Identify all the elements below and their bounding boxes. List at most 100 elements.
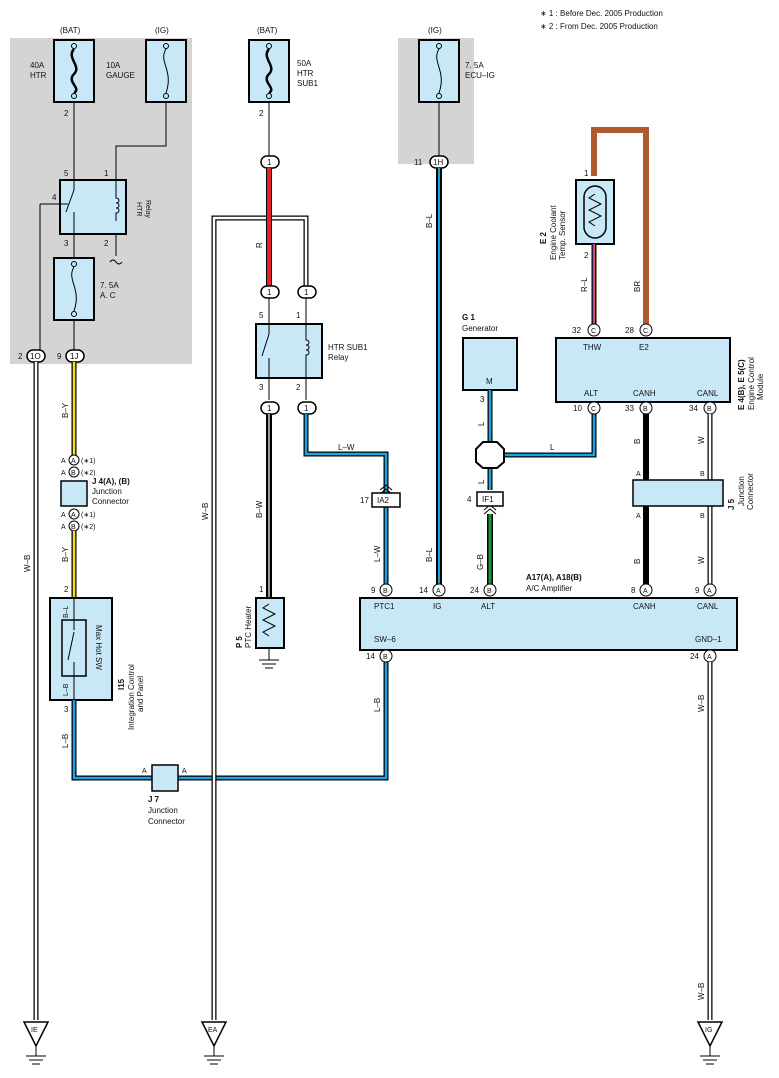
pin-p5-1: 1 xyxy=(259,585,264,594)
fuse-gauge-name: GAUGE xyxy=(106,71,135,80)
svg-text:B: B xyxy=(71,524,76,531)
pin-ecm-28: 28 xyxy=(625,326,634,335)
amp-name: A/C Amplifier xyxy=(526,584,573,593)
pin-ecm-34: 34 xyxy=(689,404,698,413)
j5-pin-b-top: B xyxy=(700,471,705,478)
svg-text:IG: IG xyxy=(705,1027,712,1034)
j4-star2-top: (∗2) xyxy=(81,470,95,477)
pin-1j-9: 9 xyxy=(57,352,62,361)
ecm-label-thw: THW xyxy=(583,343,602,352)
wire-label-rl: R–L xyxy=(580,277,589,292)
fuse-ecuig-amp: 7. 5A xyxy=(465,61,484,70)
j5-junction-connector xyxy=(632,479,724,507)
fuse-htr-40a xyxy=(53,39,95,103)
amp-pin-canl: A xyxy=(703,583,717,597)
g1-pin-m: M xyxy=(486,377,493,386)
j5-name-2: Connector xyxy=(746,473,755,510)
connector-1-relay-out-left: 1 xyxy=(260,401,280,415)
ecm-label-alt: ALT xyxy=(584,389,598,398)
i15-maxhot-label: Max Hot SW xyxy=(94,625,103,670)
connector-ia2: IA2 xyxy=(371,484,401,508)
wire-label-br: BR xyxy=(633,281,642,292)
j7-name-2: Connector xyxy=(148,817,185,826)
j7-pin-a-left: A xyxy=(142,768,147,775)
wire-label-b-lower: B xyxy=(633,559,642,564)
j4-pin-a-3: A xyxy=(61,512,66,519)
connector-1o: 1O xyxy=(26,349,46,363)
amp-pin-gnd1: A xyxy=(703,649,717,663)
j7-name-1: Junction xyxy=(148,806,178,815)
wire-label-wb-ig-upper: W–B xyxy=(697,695,706,712)
pin-amp-9a: 9 xyxy=(371,586,376,595)
amp-code: A17(A), A18(B) xyxy=(526,573,582,582)
connector-1-relay-in-right: 1 xyxy=(297,285,317,299)
wire-gauge-to-relay-coil xyxy=(115,102,167,190)
ecm-label-canh: CANH xyxy=(633,389,656,398)
note-2: ∗ 2 : From Dec. 2005 Production xyxy=(540,22,658,31)
wire-l-ecm xyxy=(504,410,597,458)
power-bat-2: (BAT) xyxy=(257,26,278,35)
j5-pin-a-bottom: A xyxy=(636,513,641,520)
pin-ecm-33: 33 xyxy=(625,404,634,413)
svg-text:1J: 1J xyxy=(70,352,78,361)
svg-text:A: A xyxy=(707,588,712,595)
j4-pin-a-4: A xyxy=(61,524,66,531)
svg-text:C: C xyxy=(591,406,596,413)
wire-label-lw-upper: L–W xyxy=(338,443,355,452)
pin-htrsub-relay-2: 2 xyxy=(296,383,301,392)
amp-pin-alt: B xyxy=(483,583,497,597)
i15-wire-lb: L–B xyxy=(63,683,70,696)
wire-label-lb-left: L–B xyxy=(61,734,70,748)
wire-lb-bottom xyxy=(71,656,389,781)
htr-relay xyxy=(40,176,127,238)
ground-ie: IE xyxy=(22,1021,50,1065)
pin-amp-8: 8 xyxy=(631,586,636,595)
ecm-pin-alt: C xyxy=(587,401,601,415)
htr-relay-name-1: HTR xyxy=(135,202,142,216)
amp-label-gnd1: GND–1 xyxy=(695,635,722,644)
svg-text:A: A xyxy=(643,588,648,595)
pin-relay-2: 2 xyxy=(104,239,109,248)
fuse-htr-name: HTR xyxy=(30,71,47,80)
svg-text:B: B xyxy=(707,406,712,413)
fuse-ac-7-5a xyxy=(53,257,95,321)
g1-name: Generator xyxy=(462,324,498,333)
pin-htrsub-relay-3: 3 xyxy=(259,383,264,392)
svg-text:IF1: IF1 xyxy=(482,495,494,504)
htr-sub1-relay xyxy=(255,298,323,400)
p5-name: PTC Heater xyxy=(244,605,253,648)
svg-text:1H: 1H xyxy=(433,158,443,167)
e2-coolant-temp-sensor xyxy=(575,179,615,245)
amp-label-ig: IG xyxy=(433,602,441,611)
j4-star1-bottom: (∗1) xyxy=(81,512,95,519)
pin-e2-1: 1 xyxy=(584,169,589,178)
j7-pin-a-right: A xyxy=(182,768,187,775)
ecm-pin-canl: B xyxy=(703,401,717,415)
ecm-code: E 4(B), E 5(C) xyxy=(737,359,746,410)
fuse-htr-sub1-50a xyxy=(248,39,290,103)
power-bat-1: (BAT) xyxy=(60,26,81,35)
wire-label-by-upper: B–Y xyxy=(61,402,70,418)
relay-coil-tilde xyxy=(109,259,123,265)
svg-text:1: 1 xyxy=(267,158,272,167)
ecm-name-1: Engine Control xyxy=(747,357,756,410)
svg-text:IE: IE xyxy=(31,1027,38,1034)
svg-text:B: B xyxy=(71,470,76,477)
wire-label-bl-upper: B–L xyxy=(425,213,434,228)
note-1: ∗ 1 : Before Dec. 2005 Production xyxy=(540,9,663,18)
wire-label-b-upper: B xyxy=(633,439,642,444)
svg-text:B: B xyxy=(383,654,388,661)
wire-label-bl-lower: B–L xyxy=(425,547,434,562)
ecm-label-e2: E2 xyxy=(639,343,649,352)
pin-g1-3: 3 xyxy=(480,395,485,404)
ground-ea: EA xyxy=(200,1021,228,1065)
wire-label-gb: G–B xyxy=(476,554,485,570)
pin-ecm-32: 32 xyxy=(572,326,581,335)
svg-text:1: 1 xyxy=(304,288,309,297)
e2-code: E 2 xyxy=(539,231,548,244)
pin-amp-9b: 9 xyxy=(695,586,700,595)
ecm-pin-e2: C xyxy=(639,323,653,337)
ac-amplifier xyxy=(359,597,738,651)
ecm-label-canl: CANL xyxy=(697,389,719,398)
wire-br xyxy=(591,127,649,324)
